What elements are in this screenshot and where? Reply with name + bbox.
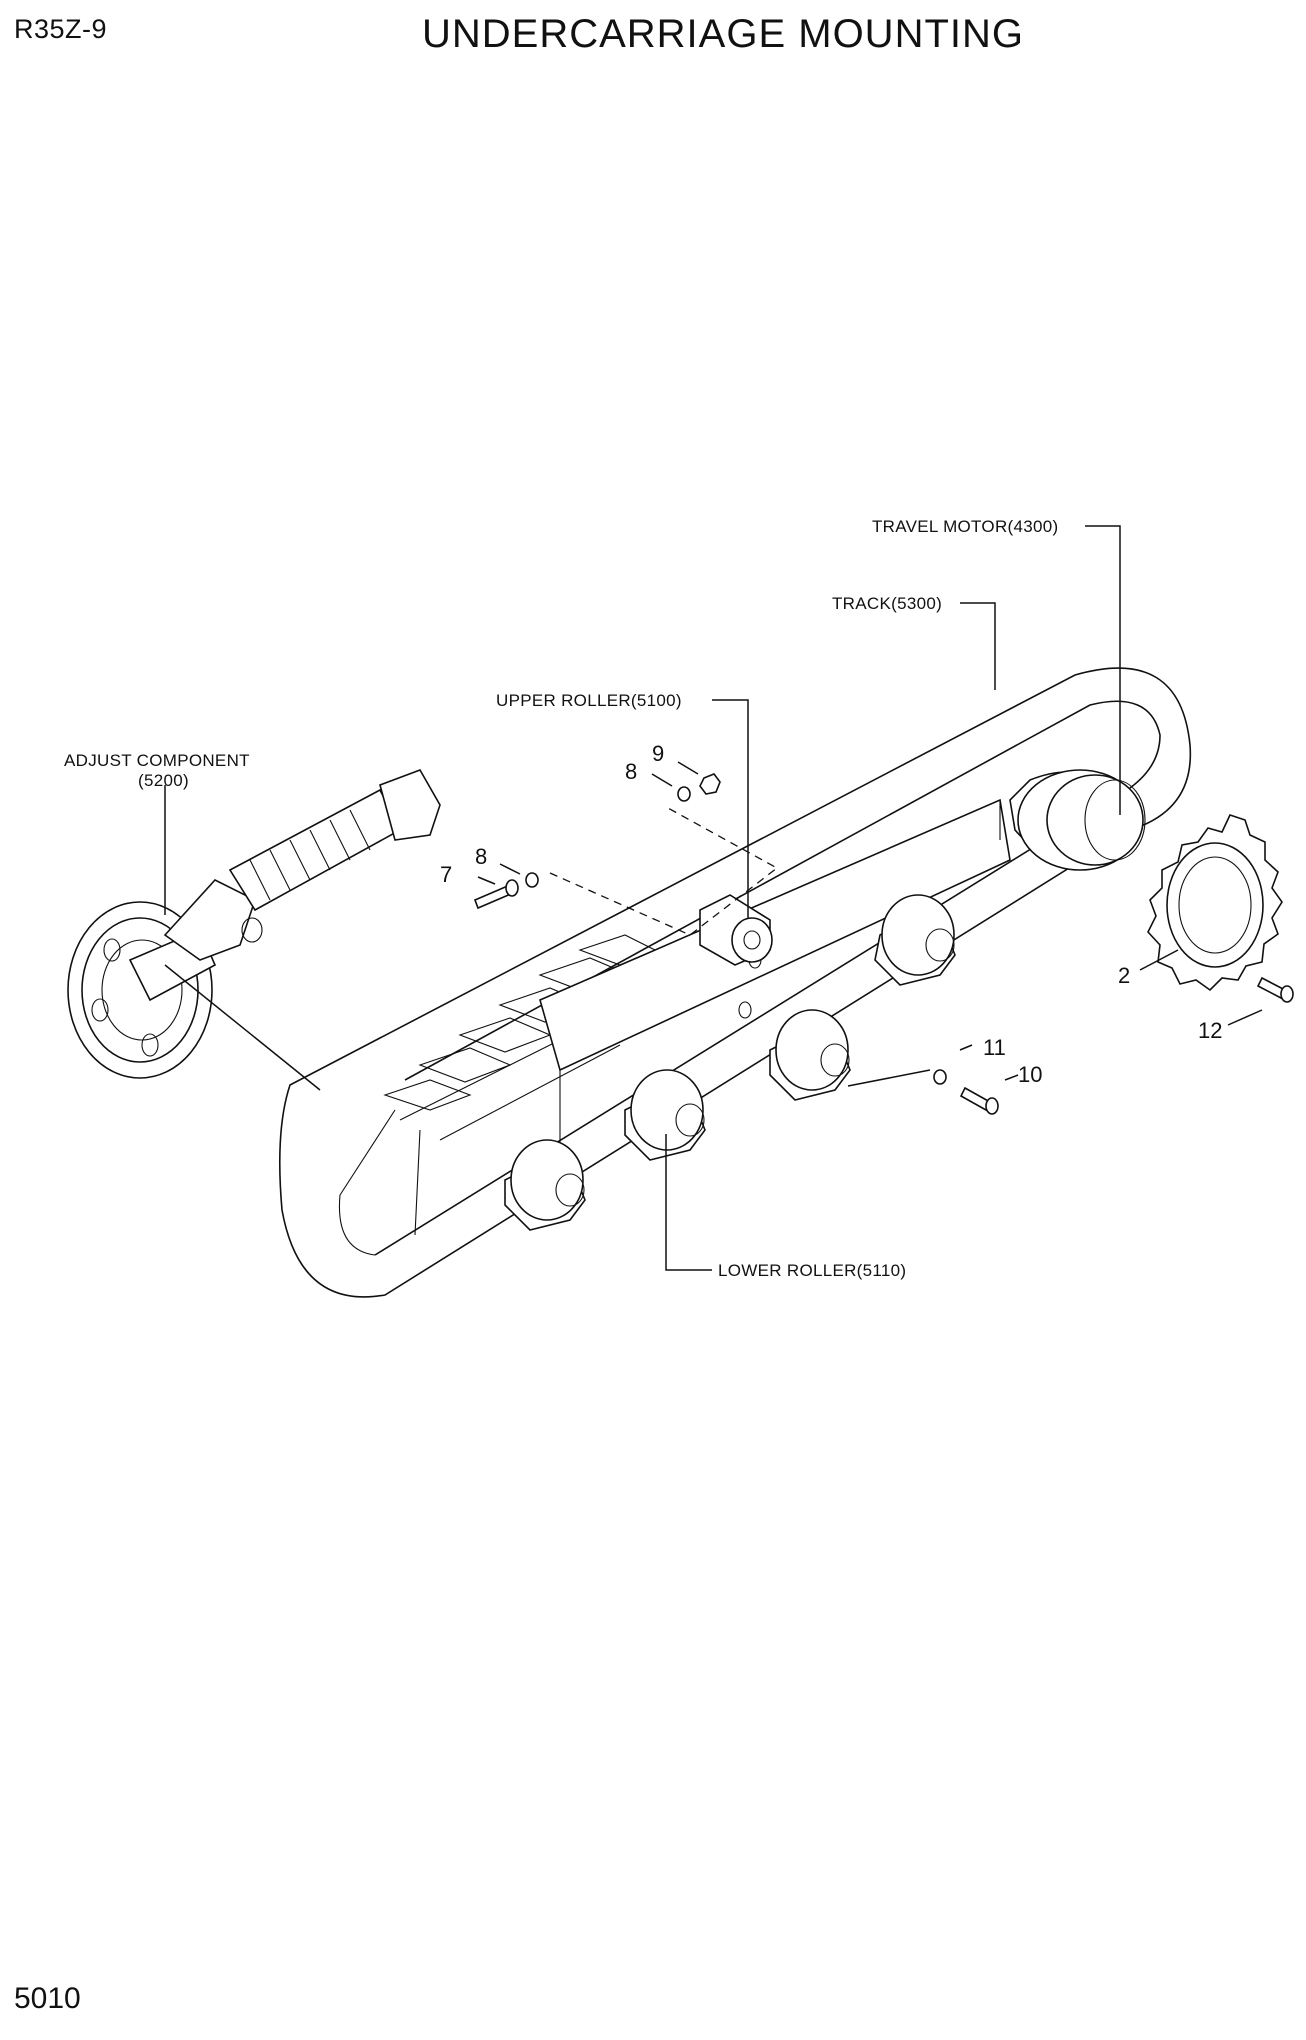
lower-roller-4 <box>874 894 956 986</box>
sprocket <box>1147 814 1283 992</box>
adjust-spring <box>163 769 441 961</box>
travel-motor <box>1009 769 1146 871</box>
nut-9 <box>699 773 721 795</box>
upper-roller <box>699 894 773 966</box>
callout-8b: 8 <box>625 759 637 784</box>
label-upper-roller: UPPER ROLLER(5100) <box>496 691 682 710</box>
leader-lines <box>164 525 1263 1271</box>
label-adjust-component-line2: (5200) <box>138 771 189 790</box>
model-code: R35Z-9 <box>14 14 108 44</box>
lower-roller-1 <box>504 1139 586 1231</box>
callout-8a: 8 <box>475 844 487 869</box>
label-track: TRACK(5300) <box>832 594 942 613</box>
page-number: 5010 <box>14 1982 81 2015</box>
callout-2: 2 <box>1118 963 1130 988</box>
callout-7: 7 <box>440 862 452 887</box>
callout-10: 10 <box>1018 1062 1042 1087</box>
label-lower-roller: LOWER ROLLER(5110) <box>718 1261 906 1280</box>
washer-8b <box>677 786 691 802</box>
page-title: UNDERCARRIAGE MOUNTING <box>421 12 1025 56</box>
callout-12: 12 <box>1198 1018 1222 1043</box>
bolt-10 <box>959 1086 999 1115</box>
callout-9: 9 <box>652 741 664 766</box>
bolt-12 <box>1256 976 1294 1003</box>
washer-11 <box>933 1069 947 1085</box>
washer-8a <box>525 872 539 888</box>
callout-11: 11 <box>983 1035 1006 1060</box>
assembly-line-upper-roller <box>549 807 779 936</box>
lower-roller-3 <box>769 1009 851 1101</box>
label-travel-motor: TRAVEL MOTOR(4300) <box>872 517 1058 536</box>
label-adjust-component-line1: ADJUST COMPONENT <box>64 751 250 770</box>
bolt-7 <box>473 879 519 910</box>
lower-roller-2 <box>624 1069 706 1161</box>
